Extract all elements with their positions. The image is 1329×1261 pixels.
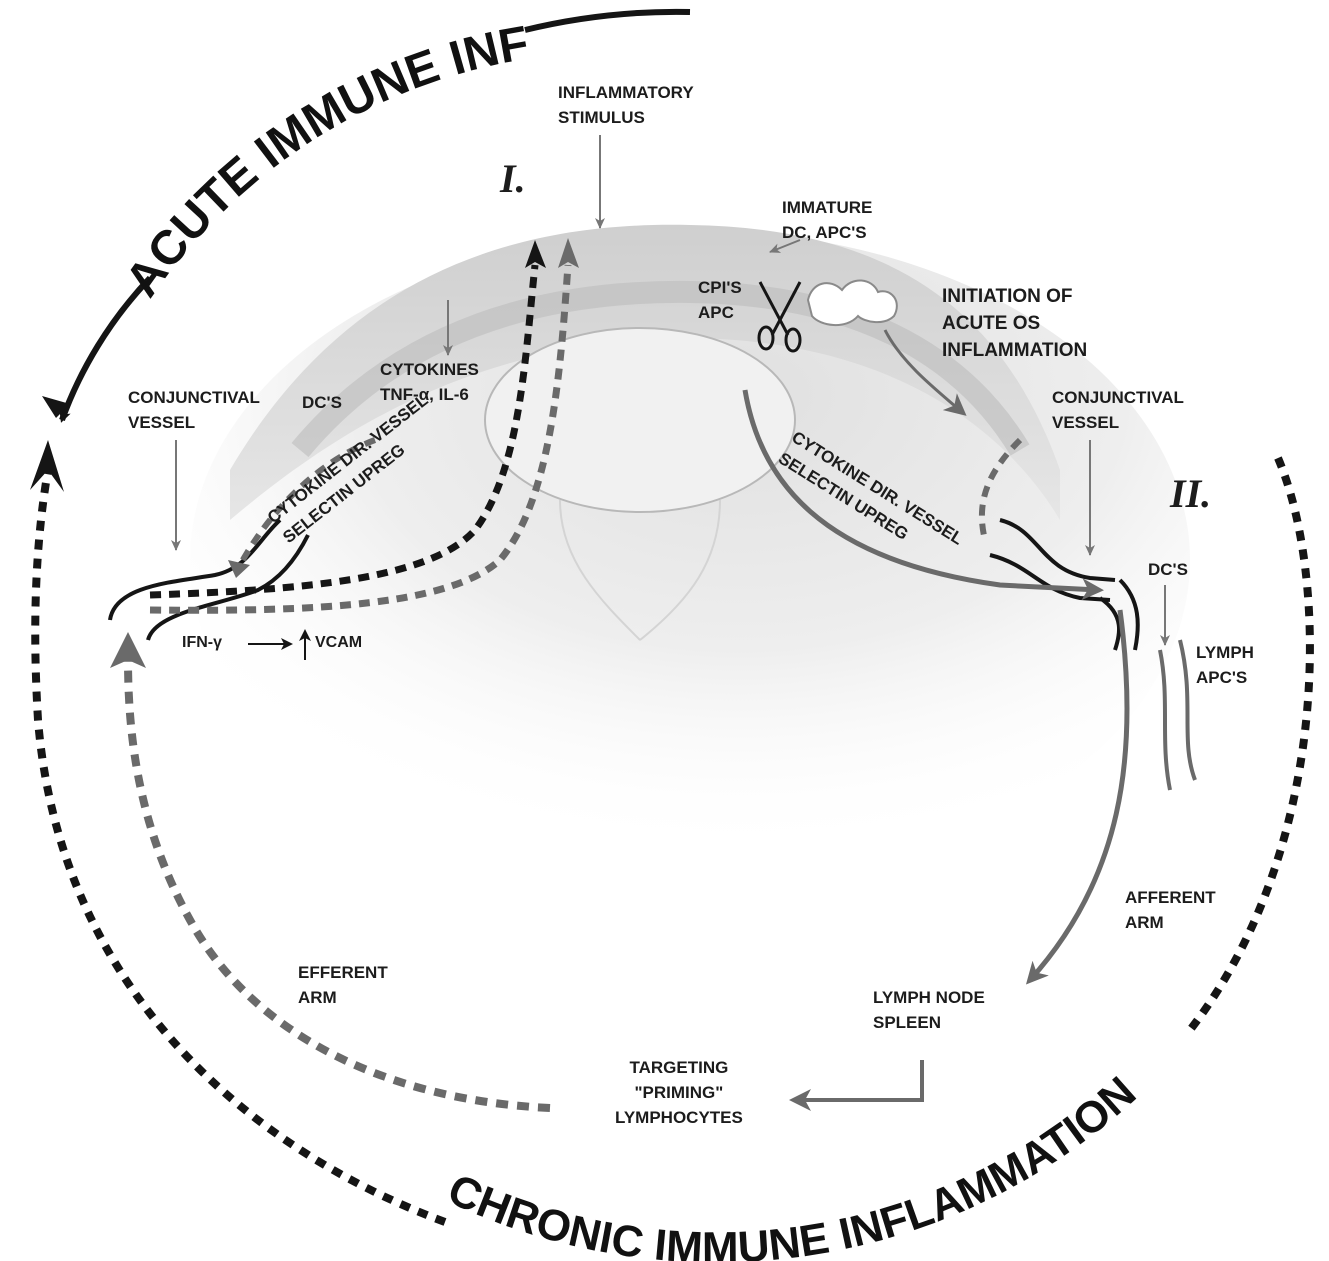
chronic-arc-title: CHRONIC IMMUNE INFLAMMATION bbox=[441, 1067, 1145, 1261]
conjunctival-vessel-right-label: CONJUNCTIVAL VESSEL bbox=[1052, 385, 1184, 435]
vcam-label: VCAM bbox=[315, 634, 362, 652]
targeting-connector bbox=[795, 1060, 922, 1100]
conjunctival-vessel-left-label: CONJUNCTIVAL VESSEL bbox=[128, 385, 260, 435]
immature-dc-label: IMMATURE DC, APC'S bbox=[782, 195, 872, 245]
lymph-apcs-label: LYMPH APC'S bbox=[1196, 640, 1254, 690]
lens bbox=[485, 328, 795, 512]
targeting-label: TARGETING "PRIMING" LYMPHOCYTES bbox=[615, 1055, 743, 1130]
cpis-apc-label: CPI'S APC bbox=[698, 275, 742, 325]
lymph-node-label: LYMPH NODE SPLEEN bbox=[873, 985, 985, 1035]
dcs-left-label: DC'S bbox=[302, 390, 342, 415]
dcs-right-label: DC'S bbox=[1148, 557, 1188, 582]
phase-one-label: I. bbox=[500, 155, 526, 202]
phase-two-label: II. bbox=[1170, 470, 1211, 517]
afferent-arm-label: AFFERENT ARM bbox=[1125, 885, 1216, 935]
inflammatory-stimulus-label: INFLAMMATORY STIMULUS bbox=[558, 80, 694, 130]
initiation-label: INITIATION OF ACUTE OS INFLAMMATION bbox=[942, 283, 1087, 364]
cytokines-label: CYTOKINES TNF-α, IL-6 bbox=[380, 357, 479, 407]
ifn-gamma-label: IFN-γ bbox=[182, 634, 222, 652]
efferent-arm-label: EFFERENT ARM bbox=[298, 960, 388, 1010]
